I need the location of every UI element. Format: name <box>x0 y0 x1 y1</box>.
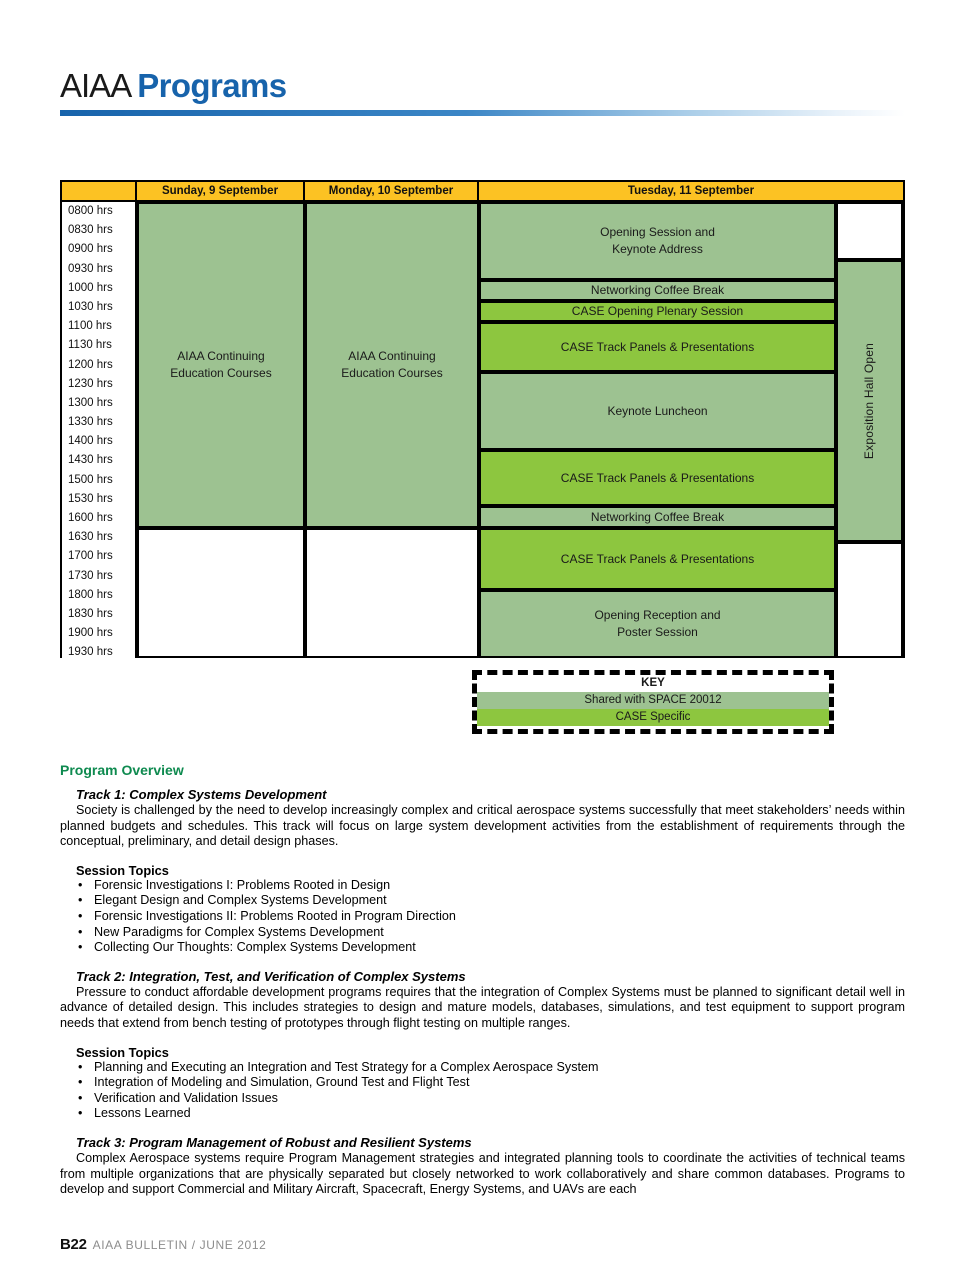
footer-publication: AIAA BULLETIN / JUNE 2012 <box>92 1238 267 1252</box>
legend-key: KEY Shared with SPACE 20012 CASE Specifi… <box>472 670 834 734</box>
event-line-1: AIAA Continuing <box>177 349 265 363</box>
time-label: 0930 hrs <box>68 262 113 275</box>
event-case-opening-plenary: CASE Opening Plenary Session <box>479 301 836 322</box>
event-opening-session-keynote: Opening Session and Keynote Address <box>479 202 836 280</box>
time-label: 1830 hrs <box>68 607 113 620</box>
list-item: New Paradigms for Complex Systems Develo… <box>76 925 905 941</box>
list-item: Collecting Our Thoughts: Complex Systems… <box>76 940 905 956</box>
event-line-1: AIAA Continuing <box>348 349 436 363</box>
program-overview-section: Program Overview Track 1: Complex System… <box>60 762 905 1198</box>
time-label: 0900 hrs <box>68 243 113 256</box>
track-1-topics-heading: Session Topics <box>76 862 169 878</box>
event-case-track-panels-1: CASE Track Panels & Presentations <box>479 322 836 372</box>
event-sunday-empty <box>137 528 305 658</box>
time-label: 1530 hrs <box>68 492 113 505</box>
time-label: 1900 hrs <box>68 627 113 640</box>
column-header-sunday: Sunday, 9 September <box>137 182 305 202</box>
time-label: 1630 hrs <box>68 531 113 544</box>
time-label: 1430 hrs <box>68 454 113 467</box>
page-footer: B22 AIAA BULLETIN / JUNE 2012 <box>60 1236 266 1253</box>
list-item: Planning and Executing an Integration an… <box>76 1060 905 1076</box>
list-item: Verification and Validation Issues <box>76 1091 905 1107</box>
time-label: 1330 hrs <box>68 416 113 429</box>
event-case-track-panels-2: CASE Track Panels & Presentations <box>479 450 836 506</box>
spacer <box>60 1122 905 1135</box>
track-1-body: Society is challenged by the need to dev… <box>60 803 905 849</box>
time-label: 1600 hrs <box>68 512 113 524</box>
event-line-2: Keynote Address <box>612 242 703 256</box>
legend-item-case: CASE Specific <box>477 709 829 726</box>
column-header-tuesday: Tuesday, 11 September <box>479 182 903 202</box>
legend-item-shared: Shared with SPACE 20012 <box>477 692 829 709</box>
schedule-table: Sunday, 9 September Monday, 10 September… <box>60 180 905 658</box>
footer-page-number: B22 <box>60 1236 87 1253</box>
track-1-title: Track 1: Complex Systems Development <box>76 787 327 802</box>
time-label: 1200 hrs <box>68 358 113 371</box>
event-line-2: Poster Session <box>617 625 698 639</box>
time-label: 1000 hrs <box>68 281 113 294</box>
time-label: 1300 hrs <box>68 396 113 409</box>
column-header-monday: Monday, 10 September <box>305 182 479 202</box>
list-item: Lessons Learned <box>76 1106 905 1122</box>
time-label: 1030 hrs <box>68 300 113 313</box>
time-label: 1500 hrs <box>68 473 113 486</box>
event-expo-empty-top <box>836 202 903 260</box>
track-2-topics-list: Planning and Executing an Integration an… <box>76 1060 905 1122</box>
time-column: 0800 hrs 0830 hrs 0900 hrs 0930 hrs 1000… <box>62 202 137 658</box>
column-header-time <box>62 182 137 202</box>
track-1-topics-list: Forensic Investigations I: Problems Root… <box>76 878 905 956</box>
event-exposition-hall-open: Exposition Hall Open <box>836 260 903 542</box>
event-expo-empty-bottom <box>836 542 903 658</box>
event-line-1: Opening Reception and <box>594 608 721 622</box>
time-label: 0830 hrs <box>68 224 113 237</box>
section-heading-program-overview: Program Overview <box>60 762 184 778</box>
time-label: 1730 hrs <box>68 569 113 582</box>
time-label: 1800 hrs <box>68 588 113 601</box>
event-networking-coffee-break-1: Networking Coffee Break <box>479 280 836 301</box>
track-2-topics-heading: Session Topics <box>76 1044 169 1060</box>
event-label-vertical: Exposition Hall Open <box>862 342 876 460</box>
event-line-2: Education Courses <box>170 366 272 380</box>
event-networking-coffee-break-2: Networking Coffee Break <box>479 506 836 528</box>
event-sunday-continuing-education: AIAA Continuing Education Courses <box>137 202 305 528</box>
event-case-track-panels-3: CASE Track Panels & Presentations <box>479 528 836 590</box>
event-keynote-luncheon: Keynote Luncheon <box>479 372 836 450</box>
spacer <box>60 956 905 969</box>
track-3-body: Complex Aerospace systems require Progra… <box>60 1150 905 1197</box>
list-item: Forensic Investigations II: Problems Roo… <box>76 909 905 925</box>
time-label: 1100 hrs <box>68 320 112 333</box>
track-3-title: Track 3: Program Management of Robust an… <box>76 1134 472 1150</box>
masthead-rule <box>60 110 905 116</box>
track-2-title: Track 2: Integration, Test, and Verifica… <box>76 968 466 984</box>
event-monday-empty <box>305 528 479 658</box>
time-label: 1400 hrs <box>68 435 113 448</box>
time-label: 1130 hrs <box>68 339 112 352</box>
event-line-1: Opening Session and <box>600 225 715 239</box>
list-item: Forensic Investigations I: Problems Root… <box>76 878 905 894</box>
list-item: Elegant Design and Complex Systems Devel… <box>76 893 905 909</box>
time-label: 1230 hrs <box>68 377 113 390</box>
list-item: Integration of Modeling and Simulation, … <box>76 1075 905 1091</box>
event-monday-continuing-education: AIAA Continuing Education Courses <box>305 202 479 528</box>
event-line-2: Education Courses <box>341 366 443 380</box>
masthead-brand: AIAA <box>60 67 132 104</box>
track-2-body: Pressure to conduct affordable developme… <box>60 984 905 1030</box>
legend-title: KEY <box>477 675 829 692</box>
masthead-section: Programs <box>137 67 287 104</box>
event-opening-reception-poster: Opening Reception and Poster Session <box>479 590 836 658</box>
time-label: 0800 hrs <box>68 205 113 217</box>
schedule-header-row: Sunday, 9 September Monday, 10 September… <box>62 182 903 202</box>
time-label: 1700 hrs <box>68 550 113 563</box>
time-label: 1930 hrs <box>68 646 113 659</box>
